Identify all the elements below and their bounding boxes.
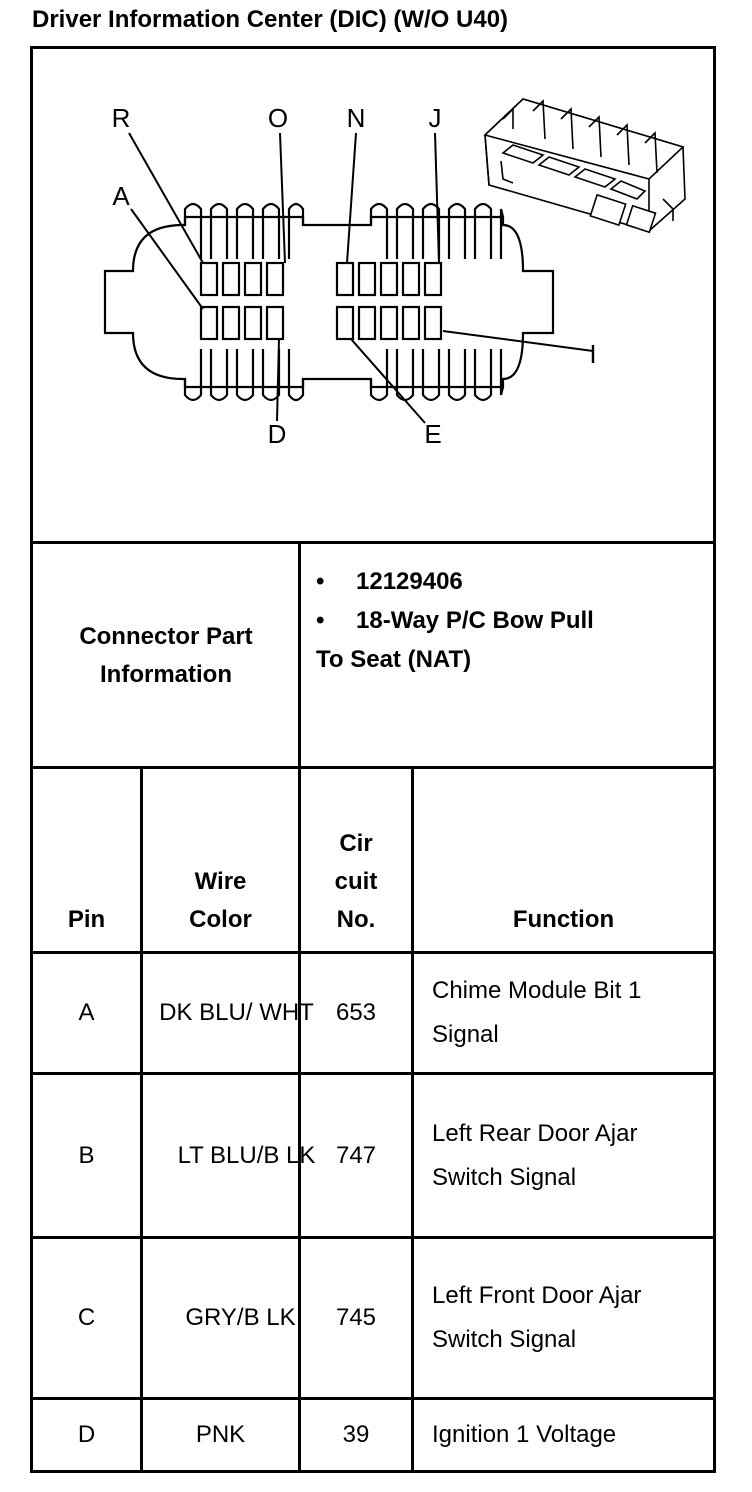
connector-type-continuation: To Seat (NAT) — [316, 646, 472, 673]
header-wire-color: Wire Color — [189, 868, 252, 933]
divider — [30, 951, 716, 954]
divider — [30, 1072, 716, 1075]
bullet-icon: • — [316, 607, 325, 634]
cell-wire-color: GRY/B LK — [185, 1304, 296, 1331]
divider — [30, 1397, 716, 1400]
pin-cavity — [357, 305, 377, 341]
divider — [140, 766, 143, 1472]
connector-part-info-label: Connector Part Information — [79, 623, 253, 688]
pin-label-o: O — [268, 103, 288, 133]
cell-circuit-no: 745 — [335, 1304, 377, 1331]
bullet-icon: • — [316, 568, 325, 595]
cell-circuit-no: 653 — [335, 999, 377, 1026]
leader-line-e — [350, 338, 426, 424]
connector-type-item: • 18-Way P/C Bow Pull — [316, 601, 594, 640]
connector-diagram: R O N J A I D E — [103, 98, 686, 449]
pin-cavity — [265, 261, 285, 297]
pin-label-a: A — [112, 181, 130, 211]
pin-cavity — [357, 261, 377, 297]
leader-line-d — [276, 338, 280, 422]
pin-cavity — [335, 261, 355, 297]
cell-wire-color: PNK — [195, 1421, 246, 1448]
pin-cavity — [199, 261, 219, 297]
pin-cavity — [243, 305, 263, 341]
pin-cavity — [265, 305, 285, 341]
connector-3d-illustration — [483, 98, 686, 234]
leader-line-r — [128, 132, 204, 264]
page-title: Driver Information Center (DIC) (W/O U40… — [32, 6, 509, 33]
connector-part-info-list: • 12129406 • 18-Way P/C Bow Pull To Seat (… — [316, 562, 594, 679]
pin-cavity — [335, 305, 355, 341]
pin-label-d: D — [268, 419, 287, 449]
leader-line-n — [346, 132, 357, 264]
divider — [30, 766, 716, 769]
pin-cavity — [401, 305, 421, 341]
connector-type: 18-Way P/C Bow Pull — [356, 607, 594, 634]
part-number: 12129406 — [356, 568, 463, 595]
cell-function: Ignition 1 Voltage — [432, 1421, 617, 1448]
header-circuit-no: Cir cuit No. — [334, 830, 378, 933]
top-fingers-left — [183, 202, 305, 259]
pin-label-i: I — [589, 339, 596, 369]
pin-cavity — [221, 305, 241, 341]
divider — [30, 1236, 716, 1239]
cell-pin: D — [77, 1421, 96, 1448]
bottom-fingers-right — [369, 349, 505, 402]
pin-cavity — [379, 305, 399, 341]
cell-wire-color: DK BLU/ WHT — [159, 999, 314, 1026]
leader-line-a — [130, 208, 204, 310]
divider — [30, 541, 716, 544]
cell-pin: C — [77, 1304, 96, 1331]
pin-label-n: N — [347, 103, 366, 133]
cell-pin: A — [78, 999, 95, 1026]
cell-circuit-no: 747 — [335, 1141, 377, 1169]
cell-wire-color: LT BLU/B LK — [177, 1141, 316, 1169]
connector-table-frame — [30, 46, 716, 1472]
pin-label-j: J — [429, 103, 442, 133]
cell-circuit-no: 39 — [342, 1421, 370, 1448]
header-function: Function — [512, 906, 615, 933]
divider — [411, 766, 414, 1472]
connector-body-outline — [103, 215, 555, 389]
pin-cavity — [401, 261, 421, 297]
pin-cavity — [423, 261, 443, 297]
cell-function: Left Rear Door Ajar Switch Signal — [432, 1119, 638, 1191]
leader-line-j — [434, 132, 440, 264]
pin-cavity — [221, 261, 241, 297]
header-pin: Pin — [67, 906, 106, 933]
top-fingers-right — [369, 202, 505, 259]
cell-function: Left Front Door Ajar Switch Signal — [432, 1282, 642, 1353]
cell-function: Chime Module Bit 1 Signal — [432, 977, 642, 1048]
bottom-fingers-left — [183, 349, 305, 402]
cell-pin: B — [78, 1141, 95, 1169]
pin-cavity — [423, 305, 443, 341]
pin-label-r: R — [112, 103, 131, 133]
divider — [298, 541, 301, 1472]
pin-label-e: E — [424, 419, 441, 449]
part-number-item: • 12129406 — [316, 562, 594, 601]
pin-cavity — [199, 305, 219, 341]
pin-cavity — [379, 261, 399, 297]
leader-line-i — [442, 330, 594, 352]
divider — [30, 1470, 716, 1473]
pin-cavity — [243, 261, 263, 297]
leader-line-o — [279, 132, 286, 264]
